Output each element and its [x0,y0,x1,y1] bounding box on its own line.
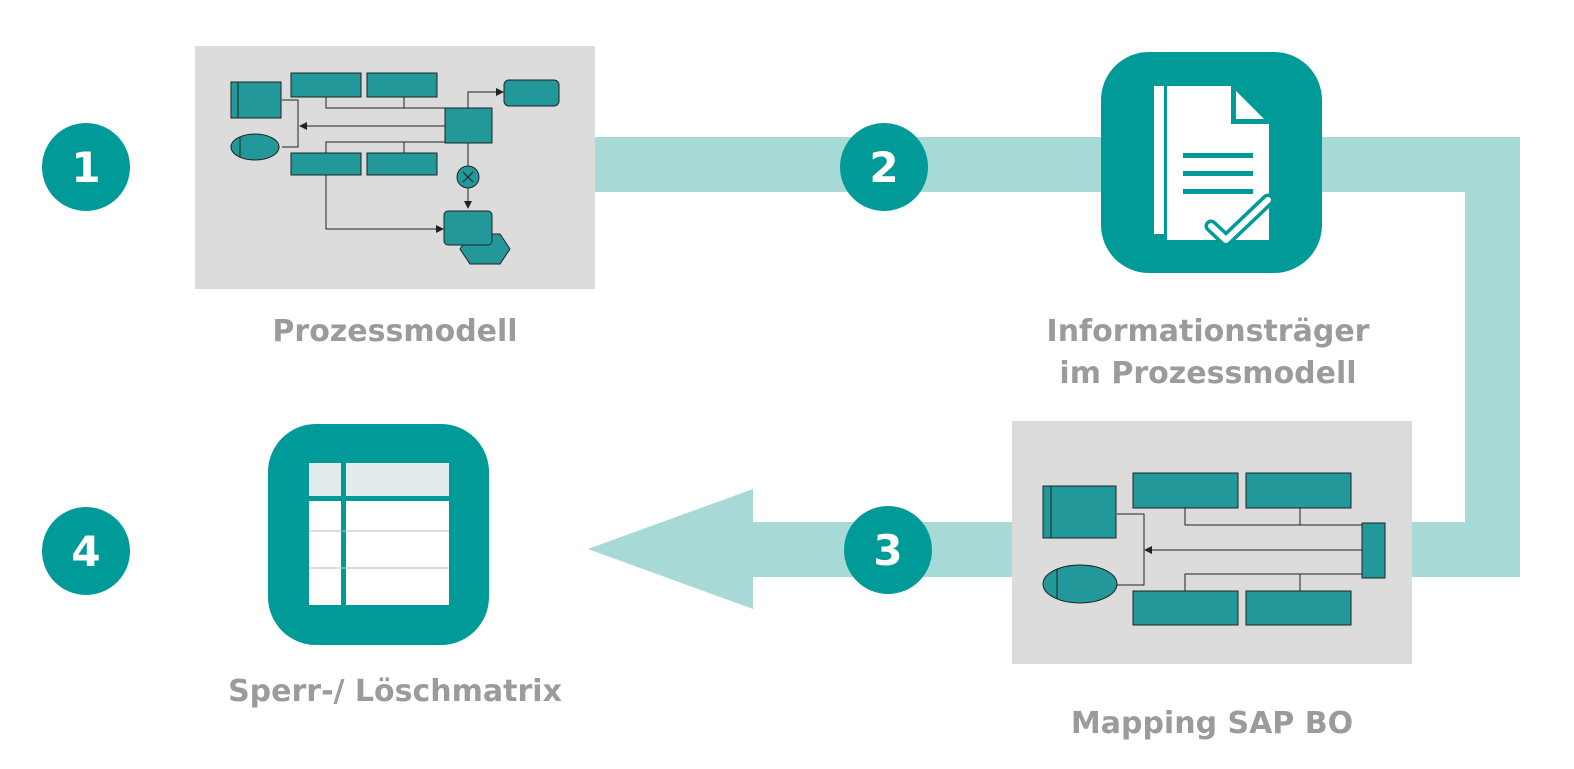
process-model-lines [282,88,504,233]
matrix-label: Sperr-/ Löschmatrix [228,674,562,709]
process-model-label: Prozessmodell [272,314,517,349]
mapping-bar [1361,522,1386,579]
process-box [366,72,438,98]
table-matrix-icon [268,424,489,645]
process-model-panel [195,46,595,289]
connector-arrowhead [588,489,753,609]
mapping-box [1245,472,1352,509]
process-function-box [444,107,493,144]
step-3-number: 3 [873,526,902,575]
step-1-number: 1 [71,143,100,192]
mapping-panel [1012,421,1412,664]
step-2-badge: 2 [840,123,928,211]
connector-top-band [590,137,1520,192]
information-carrier-label-line1: Informationsträger [1047,314,1370,349]
mapping-box [1245,590,1352,626]
step-1-badge: 1 [42,123,130,211]
process-box [230,81,282,119]
process-box [290,152,362,176]
step-4-badge: 4 [42,507,130,595]
process-rounded-box [503,79,560,107]
mapping-box [1132,590,1239,626]
xor-connector-icon [456,165,480,189]
step-2-number: 2 [869,143,898,192]
mapping-label: Mapping SAP BO [1071,706,1353,741]
step-3-badge: 3 [844,506,932,594]
mapping-event [1042,564,1118,604]
process-event [230,133,280,161]
document-check-icon [1101,52,1322,273]
mapping-box [1132,472,1239,509]
step-4-number: 4 [71,527,100,576]
process-box [366,152,438,176]
process-box [290,72,362,98]
mapping-box [1042,485,1117,539]
information-carrier-label-line2: im Prozessmodell [1059,356,1356,391]
mapping-lines [1117,508,1362,591]
connector-right-band [1465,137,1520,577]
process-rounded-box [443,210,493,246]
